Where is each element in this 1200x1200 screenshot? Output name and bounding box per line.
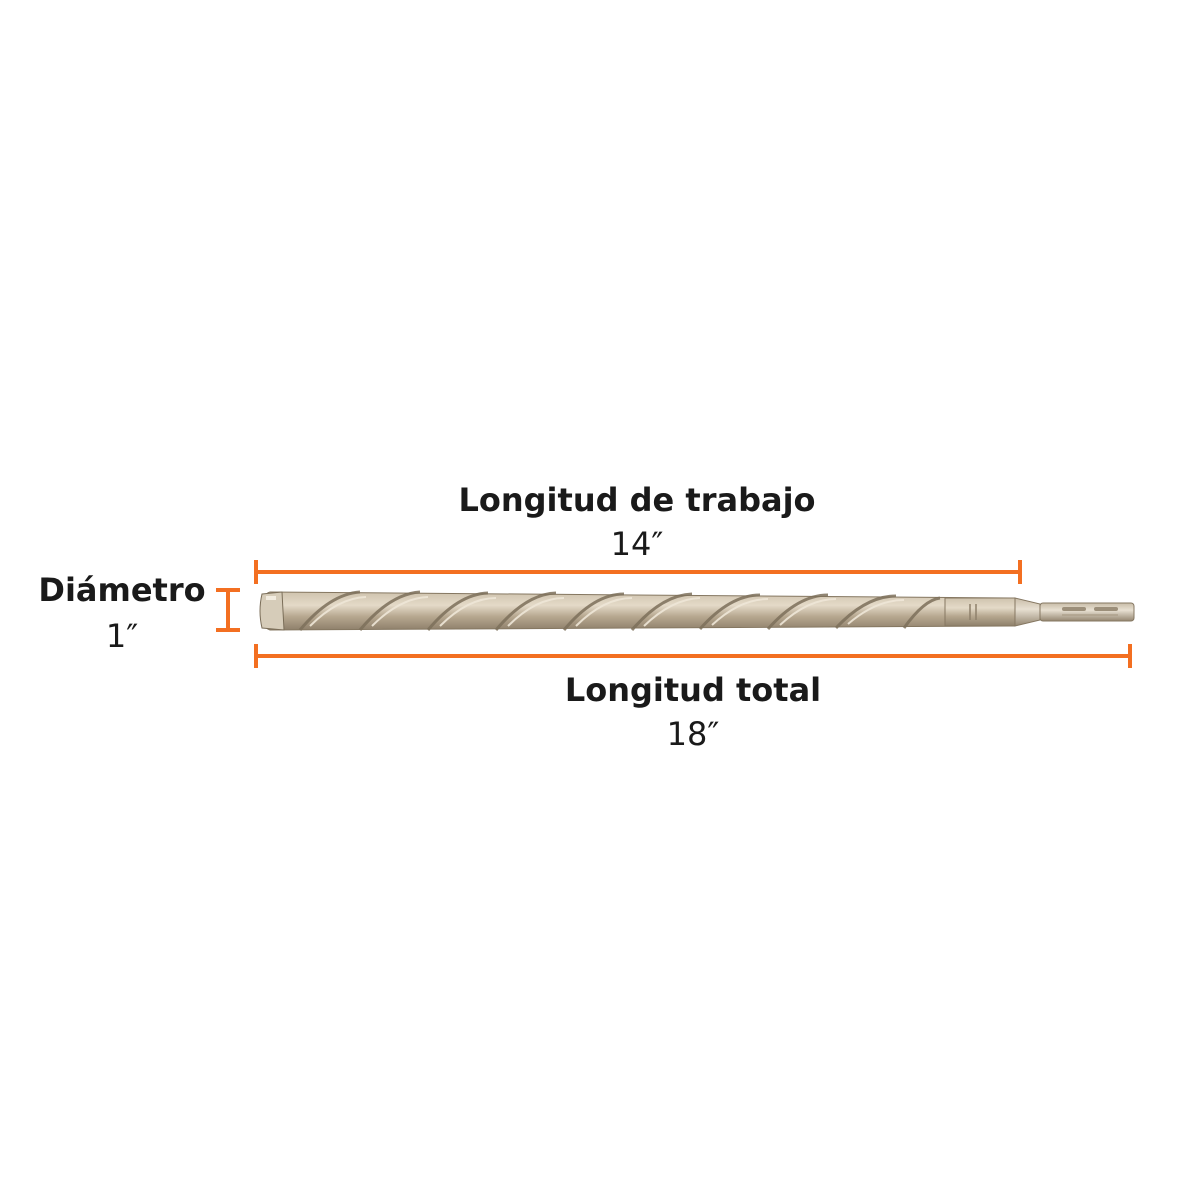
working-length-value: 14″: [610, 525, 664, 563]
diameter-value: 1″: [105, 617, 139, 655]
total-length-title: Longitud total: [564, 671, 822, 709]
total-length-value: 18″: [666, 715, 720, 753]
working-length-title: Longitud de trabajo: [458, 481, 816, 519]
drill-bit-image: [259, 590, 1135, 631]
diameter-dimension-marker: [216, 588, 240, 632]
working-length-dimension-line: [254, 560, 1022, 584]
total-length-dimension-line: [254, 644, 1132, 668]
diameter-title: Diámetro: [38, 571, 206, 609]
